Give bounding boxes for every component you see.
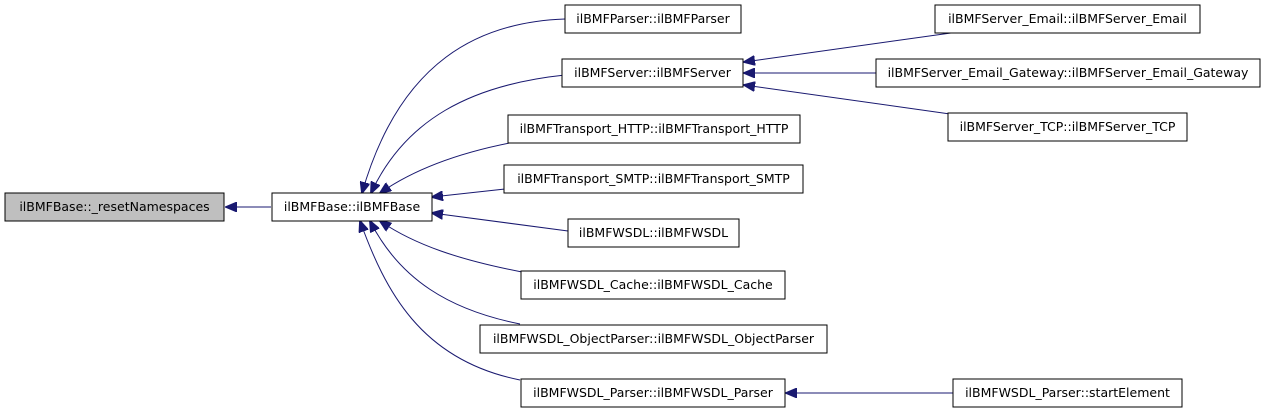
edge-wsdl-to-base — [432, 213, 569, 232]
edges — [226, 18, 959, 393]
node-label: ilBMFParser::ilBMFParser — [576, 11, 730, 26]
edge-server-to-base — [371, 74, 566, 193]
node-label: ilBMFBase::ilBMFBase — [284, 199, 421, 214]
edge-parser-to-base — [362, 18, 566, 193]
node-transport-smtp[interactable]: ilBMFTransport_SMTP::ilBMFTransport_SMTP — [503, 164, 804, 194]
node-server[interactable]: ilBMFServer::ilBMFServer — [561, 58, 744, 88]
node-label: ilBMFWSDL_Parser::ilBMFWSDL_Parser — [533, 385, 774, 400]
node-start-element[interactable]: ilBMFWSDL_Parser::startElement — [952, 378, 1183, 408]
node-server-email[interactable]: ilBMFServer_Email::ilBMFServer_Email — [934, 4, 1201, 34]
node-transport-http[interactable]: ilBMFTransport_HTTP::ilBMFTransport_HTTP — [507, 114, 801, 144]
node-base[interactable]: ilBMFBase::ilBMFBase — [271, 192, 433, 222]
node-wsdl-parser[interactable]: ilBMFWSDL_Parser::ilBMFWSDL_Parser — [520, 378, 786, 408]
edge-smtp-to-base — [432, 188, 506, 197]
node-label: ilBMFBase::_resetNamespaces — [19, 199, 209, 214]
edge-tcp-to-server — [744, 85, 951, 115]
node-label: ilBMFServer::ilBMFServer — [574, 65, 732, 80]
node-label: ilBMFTransport_SMTP::ilBMFTransport_SMTP — [517, 171, 790, 186]
node-label: ilBMFWSDL::ilBMFWSDL — [579, 225, 728, 240]
edge-http-to-base — [380, 140, 521, 193]
node-label: ilBMFWSDL_Cache::ilBMFWSDL_Cache — [533, 277, 773, 292]
node-wsdl[interactable]: ilBMFWSDL::ilBMFWSDL — [567, 218, 740, 248]
node-label: ilBMFWSDL_ObjectParser::ilBMFWSDL_Object… — [493, 331, 815, 346]
node-wsdl-cache[interactable]: ilBMFWSDL_Cache::ilBMFWSDL_Cache — [520, 270, 786, 300]
node-label: ilBMFTransport_HTTP::ilBMFTransport_HTTP — [520, 121, 789, 136]
edge-email-to-server — [744, 31, 959, 62]
node-wsdl-objectparser[interactable]: ilBMFWSDL_ObjectParser::ilBMFWSDL_Object… — [479, 324, 828, 354]
edge-wsdlparser-to-base — [360, 221, 521, 381]
node-server-tcp[interactable]: ilBMFServer_TCP::ilBMFServer_TCP — [947, 112, 1188, 142]
node-label: ilBMFServer_Email_Gateway::ilBMFServer_E… — [888, 65, 1249, 80]
node-reset-namespaces[interactable]: ilBMFBase::_resetNamespaces — [4, 192, 225, 222]
node-label: ilBMFServer_TCP::ilBMFServer_TCP — [960, 119, 1176, 134]
node-label: ilBMFWSDL_Parser::startElement — [965, 385, 1170, 400]
node-parser[interactable]: ilBMFParser::ilBMFParser — [564, 4, 742, 34]
node-label: ilBMFServer_Email::ilBMFServer_Email — [948, 11, 1187, 26]
node-server-email-gateway[interactable]: ilBMFServer_Email_Gateway::ilBMFServer_E… — [875, 58, 1261, 88]
edge-cache-to-base — [380, 221, 523, 273]
edge-objectparser-to-base — [370, 221, 521, 325]
